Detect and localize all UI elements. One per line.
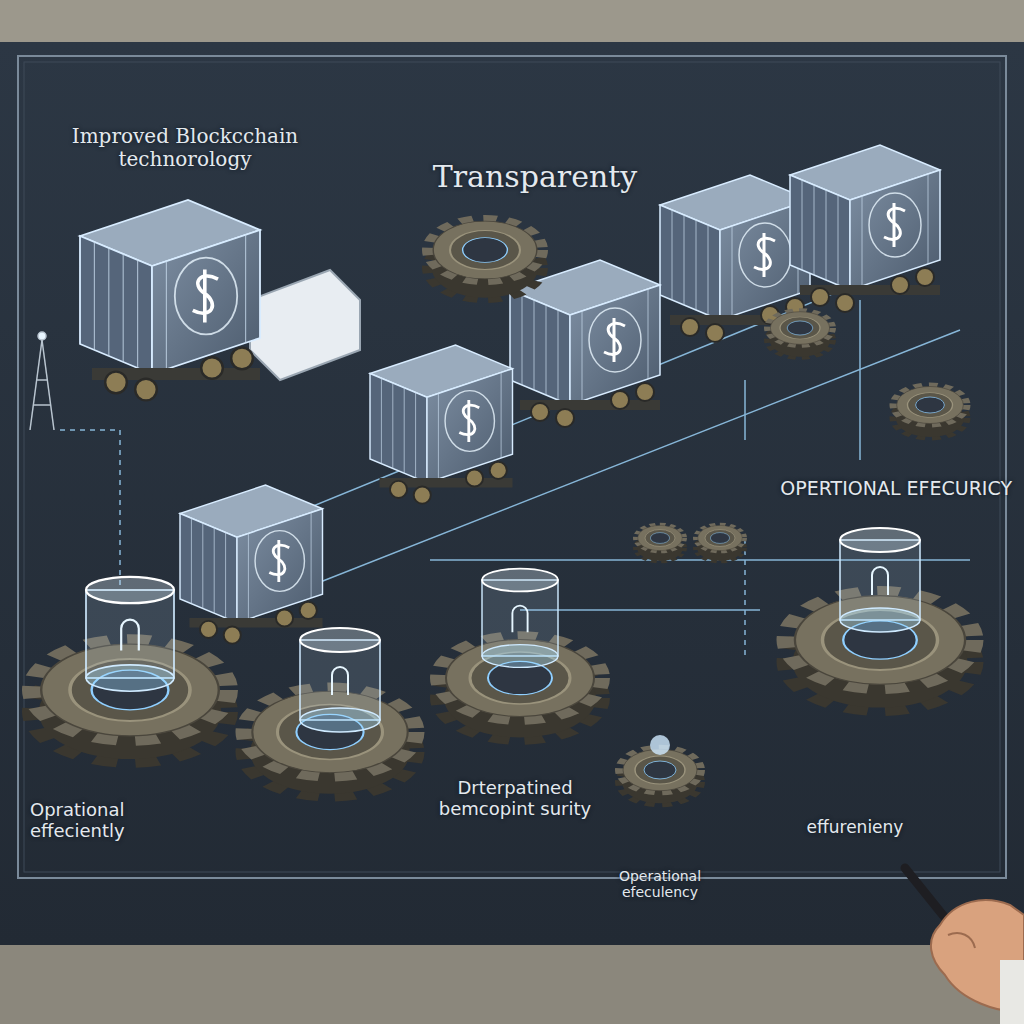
section-label: OPERTIONAL EFECURICY <box>700 478 1012 500</box>
container <box>370 345 513 504</box>
truck-cab <box>250 270 360 380</box>
glass-cylinders <box>86 528 920 755</box>
container <box>790 145 940 312</box>
container <box>80 200 260 400</box>
container <box>180 485 323 644</box>
hand-with-pen <box>905 868 1024 1024</box>
frame-top <box>0 0 1024 42</box>
frame-bottom <box>0 945 1024 1024</box>
board-border <box>24 62 1000 872</box>
section-label: Drterpatined bemcopint surity <box>410 778 620 819</box>
gears <box>34 219 972 805</box>
antenna-tower <box>30 332 54 430</box>
section-label: Operational efeculency <box>585 868 735 900</box>
section-label: Improved Blockcchain technorology <box>40 125 330 171</box>
section-label: Oprational effeciently <box>30 800 190 841</box>
section-heading: Transparenty <box>410 160 660 195</box>
board <box>0 42 1024 945</box>
section-label: effurenieny <box>770 818 940 838</box>
board-border <box>18 56 1006 878</box>
